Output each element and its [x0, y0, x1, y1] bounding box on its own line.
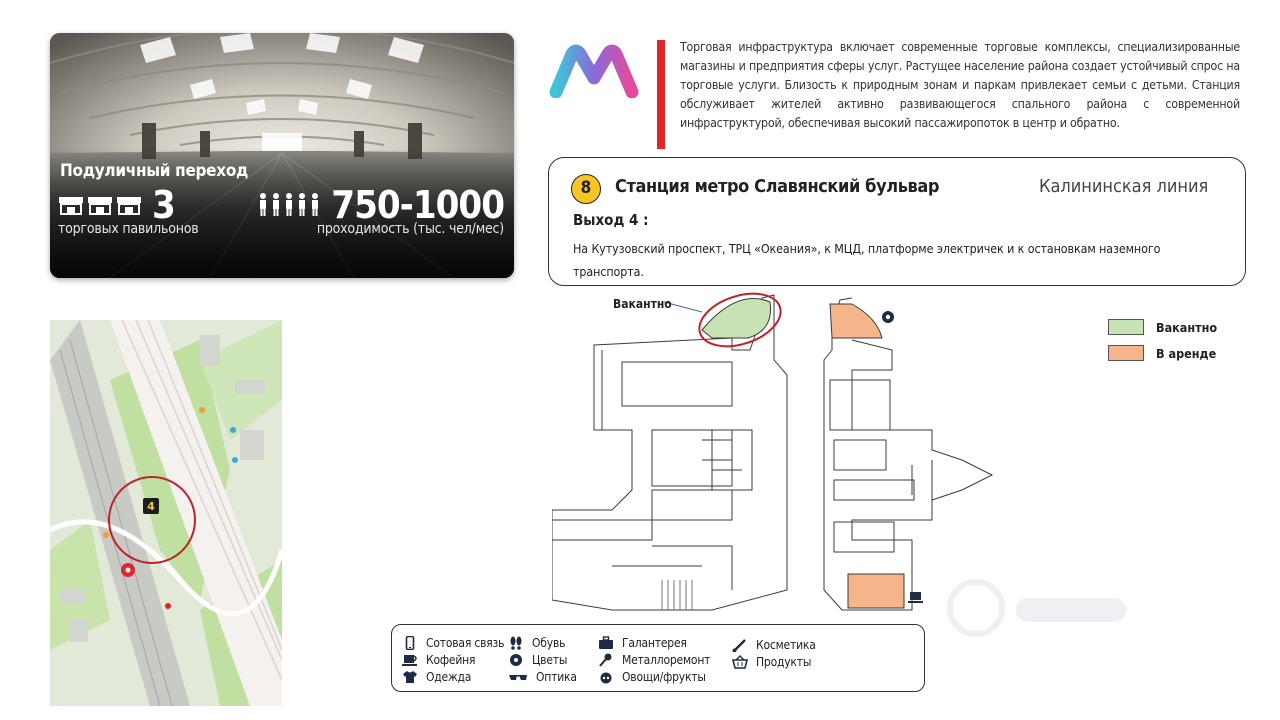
traffic-caption: проходимость (тыс. чел/мес) — [316, 221, 504, 237]
station-name: Станция метро Славянский бульвар — [615, 176, 940, 197]
category-label: Овощи/фрукты — [622, 669, 706, 684]
tshirt-icon — [403, 670, 417, 683]
vacant-swatch — [1108, 319, 1144, 335]
coffee-icon — [908, 592, 923, 603]
metro-line-badge: 8 — [571, 174, 601, 204]
flower-icon — [882, 311, 894, 323]
traffic-value: 750-1000 — [331, 183, 505, 227]
category-produce: Овощи/фрукты — [598, 668, 706, 685]
phone-icon — [405, 635, 415, 650]
category-label: Продукты — [756, 654, 812, 669]
pavilions-caption: торговых павильонов — [58, 221, 199, 237]
fruit-icon — [600, 672, 612, 683]
legend-vacant: Вакантно — [1108, 314, 1217, 340]
category-label: Металлоремонт — [622, 652, 711, 667]
map-graphic: 4 — [50, 320, 282, 706]
key-icon — [599, 653, 612, 667]
metro-line-name: Калининская линия — [1039, 176, 1209, 197]
glasses-icon — [509, 674, 527, 680]
category-shoes: Обувь — [508, 634, 565, 651]
category-label: Кофейня — [426, 652, 476, 667]
station-card: 8 Станция метро Славянский бульвар Калин… — [548, 157, 1246, 286]
location-map[interactable]: 4 — [50, 320, 282, 706]
store-icon — [59, 197, 83, 215]
passage-type: Подуличный переход — [60, 161, 249, 181]
legend-vacant-label: Вакантно — [1156, 319, 1218, 335]
legend-rented: В аренде — [1108, 340, 1217, 366]
category-label: Оптика — [536, 669, 577, 684]
category-label: Галантерея — [622, 635, 687, 650]
traffic-stat: 750-1000 проходимость (тыс. чел/мес) — [257, 183, 505, 237]
people-icon — [260, 193, 319, 216]
category-legend: Сотовая связь Кофейня Одежда Обувь Цветы… — [391, 624, 925, 692]
briefcase-icon — [599, 635, 613, 649]
flower-icon — [510, 653, 522, 666]
watermark — [947, 579, 1126, 637]
rented-swatch — [1108, 345, 1144, 361]
pavilions-count: 3 — [152, 183, 176, 227]
store-icon — [117, 197, 141, 215]
category-optics: Оптика — [508, 668, 577, 685]
store-icon — [88, 197, 112, 215]
map-exit-badge: 4 — [147, 500, 155, 513]
exit-title: Выход 4 : — [573, 211, 649, 229]
category-haberdashery: Галантерея — [598, 634, 687, 651]
vacant-callout: Вакантно — [613, 297, 672, 311]
status-legend: Вакантно В аренде — [1108, 314, 1217, 366]
category-groceries: Продукты — [732, 653, 811, 670]
coffee-icon — [402, 654, 417, 666]
category-label: Сотовая связь — [426, 635, 505, 650]
area-description: Торговая инфраструктура включает совреме… — [680, 40, 1240, 130]
category-label: Цветы — [532, 652, 568, 667]
category-cosmetics: Косметика — [732, 636, 816, 653]
brand-logo — [549, 44, 639, 98]
category-label: Одежда — [426, 669, 472, 684]
floor-plan — [552, 290, 996, 620]
category-label: Косметика — [756, 637, 816, 652]
category-label: Обувь — [532, 635, 566, 650]
store-icon-group — [58, 195, 142, 215]
category-coffee: Кофейня — [402, 651, 476, 668]
category-phone: Сотовая связь — [402, 634, 504, 651]
exit-directions: На Кутузовский проспект, ТРЦ «Океания», … — [573, 241, 1161, 279]
category-clothes: Одежда — [402, 668, 471, 685]
station-photo-card: Подуличный переход 3 торговых павильонов — [50, 33, 514, 278]
footprints-icon — [510, 636, 522, 650]
pavilions-stat: 3 торговых павильонов — [58, 183, 199, 237]
category-key-repair: Металлоремонт — [598, 651, 710, 668]
accent-bar — [657, 40, 665, 149]
legend-rented-label: В аренде — [1156, 345, 1217, 361]
category-flowers: Цветы — [508, 651, 567, 668]
basket-icon — [732, 654, 748, 669]
brush-icon — [732, 638, 746, 652]
